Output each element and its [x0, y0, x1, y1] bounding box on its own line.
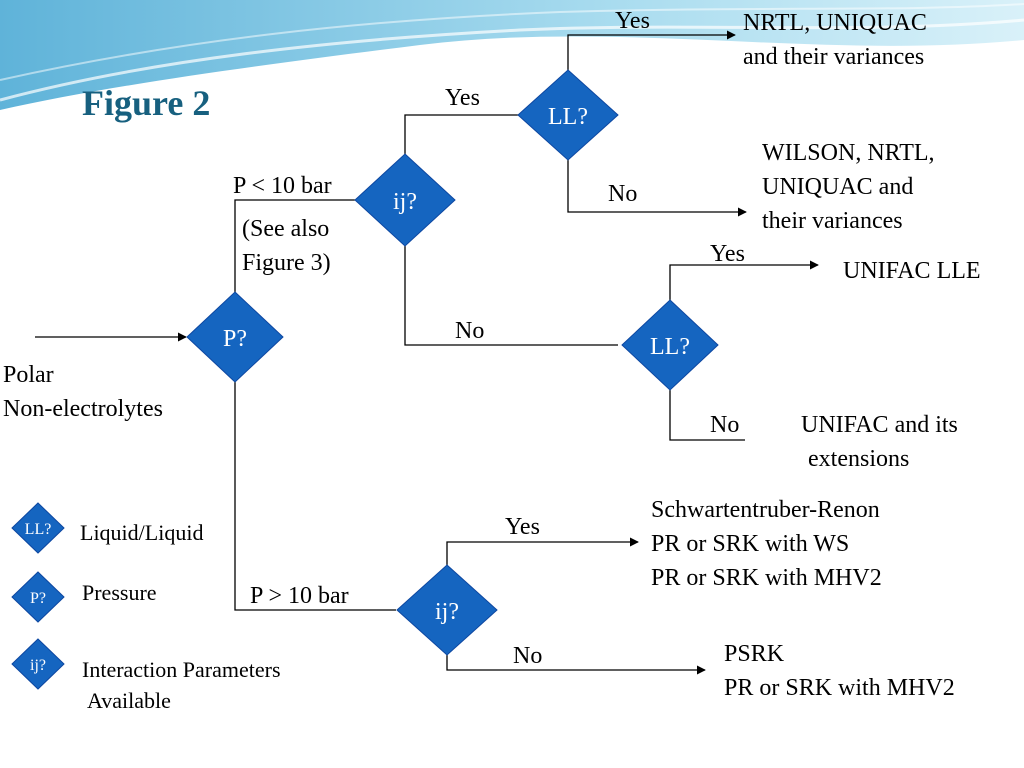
edge-label-ij-bottom-no: No: [513, 643, 542, 669]
decision-ll-with-params: LL?: [517, 69, 619, 161]
legend-label-p: Pressure: [82, 580, 157, 605]
edge-label-ll-top-no: No: [608, 181, 637, 207]
decision-ll-no-params: LL?: [621, 299, 719, 391]
decision-ij-low-pressure: ij?: [354, 153, 456, 247]
legend-symbol-p: P?: [30, 590, 46, 607]
header-wave: [0, 0, 1024, 110]
edge-note-see-figure-3: (See also Figure 3): [242, 216, 335, 276]
decision-ll-no-params-label: LL?: [650, 334, 690, 360]
edge-label-ij-bottom-yes: Yes: [505, 514, 540, 540]
edge-label-ij-top-yes: Yes: [445, 85, 480, 111]
legend-item-pressure: P? Pressure: [11, 571, 157, 623]
legend-symbol-ll: LL?: [25, 521, 52, 538]
decision-ij-low-pressure-label: ij?: [393, 189, 417, 215]
legend-label-ij: Interaction Parameters Available: [82, 657, 286, 713]
legend-symbol-ij: ij?: [30, 657, 46, 674]
edge-label-ij-top-no: No: [455, 318, 484, 344]
legend: LL? Liquid/Liquid P? Pressure ij? Intera…: [11, 502, 286, 713]
connector-lines: [35, 30, 819, 675]
outcome-wilson-nrtl-uniquac: WILSON, NRTL, UNIQUAC and their variance…: [762, 140, 941, 234]
edge-label-ll-mid-yes: Yes: [710, 241, 745, 267]
decision-pressure-label: P?: [223, 326, 247, 352]
decision-ij-high-pressure-label: ij?: [435, 599, 459, 625]
edge-label-high-pressure: P > 10 bar: [250, 583, 349, 609]
legend-label-ll: Liquid/Liquid: [80, 520, 203, 545]
decision-pressure: P?: [186, 291, 284, 383]
decision-ll-with-params-label: LL?: [548, 104, 588, 130]
edge-label-ll-mid-no: No: [710, 412, 739, 438]
outcome-high-pressure-no-params: PSRK PR or SRK with MHV2: [724, 641, 955, 701]
edge-label-ll-top-yes: Yes: [615, 8, 650, 34]
outcome-unifac-lle: UNIFAC LLE: [843, 258, 981, 284]
legend-item-liquid-liquid: LL? Liquid/Liquid: [11, 502, 203, 554]
slide-title: Figure 2: [82, 83, 210, 123]
outcome-high-pressure-with-params: Schwartentruber-Renon PR or SRK with WS …: [651, 497, 886, 591]
legend-item-interaction-params: ij? Interaction Parameters Available: [11, 638, 286, 713]
edge-label-low-pressure: P < 10 bar: [233, 173, 332, 199]
outcome-unifac-extensions: UNIFAC and its extensions: [801, 412, 964, 472]
decision-ij-high-pressure: ij?: [396, 564, 498, 656]
input-label: Polar Non-electrolytes: [3, 362, 163, 422]
outcome-nrtl-uniquac: NRTL, UNIQUAC and their variances: [743, 10, 933, 70]
